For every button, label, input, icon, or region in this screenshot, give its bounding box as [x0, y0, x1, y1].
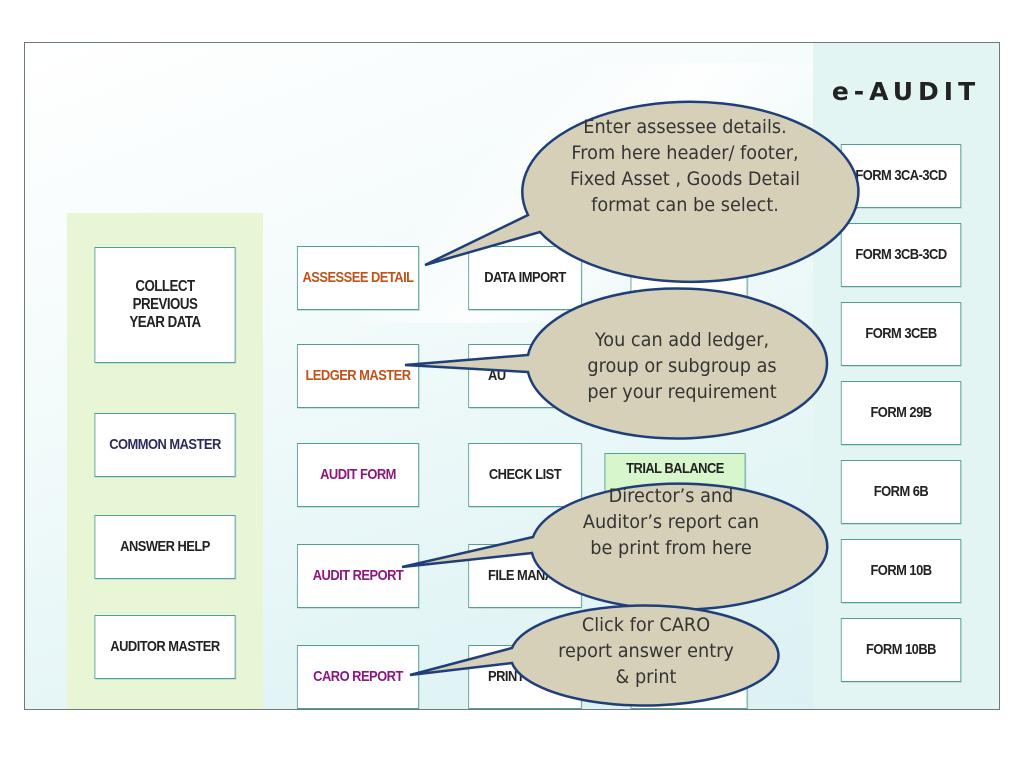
data-import-button[interactable]: DATA IMPORT [468, 246, 582, 310]
callout-ledger-bubble [404, 287, 829, 440]
form-10bb-button[interactable]: FORM 10BB [840, 618, 962, 682]
auditor-master-button[interactable]: AUDITOR MASTER [94, 615, 236, 679]
form-3ceb-button[interactable]: FORM 3CEB [840, 302, 962, 366]
form-3cb-3cd-button[interactable]: FORM 3CB-3CD [840, 223, 962, 287]
assessee-detail-button[interactable]: ASSESSEE DETAIL [296, 246, 420, 310]
audit-report-button[interactable]: AUDIT REPORT [296, 544, 420, 608]
check-list-button[interactable]: CHECK LIST [468, 443, 582, 507]
app-title: e-AUDIT [831, 77, 981, 106]
collect-previous-year-data-button[interactable]: COLLECT PREVIOUS YEAR DATA [94, 247, 236, 363]
audit-form-button[interactable]: AUDIT FORM [296, 443, 420, 507]
common-master-button[interactable]: COMMON MASTER [94, 413, 236, 477]
callout-assessee-text: Enter assessee details. From here header… [570, 116, 800, 216]
callout-ledger-text: You can add ledger, group or subgroup as… [587, 329, 777, 403]
callout-assessee-bubble [424, 100, 860, 284]
form-10b-button[interactable]: FORM 10B [840, 539, 962, 603]
ledger-master-button[interactable]: LEDGER MASTER [296, 344, 420, 408]
answer-help-button[interactable]: ANSWER HELP [94, 515, 236, 579]
callout-caro-text: Click for CARO report answer entry & pri… [558, 614, 734, 688]
callout-caro-bubble [409, 604, 780, 707]
form-29b-button[interactable]: FORM 29B [840, 381, 962, 445]
form-6b-button[interactable]: FORM 6B [840, 460, 962, 524]
caro-report-button[interactable]: CARO REPORT [296, 645, 420, 709]
callout-audit-report-text: Director’s and Auditor’s report can be p… [582, 485, 760, 559]
form-3ca-3cd-button[interactable]: FORM 3CA-3CD [840, 144, 962, 208]
callout-audit-report-bubble [401, 482, 829, 611]
